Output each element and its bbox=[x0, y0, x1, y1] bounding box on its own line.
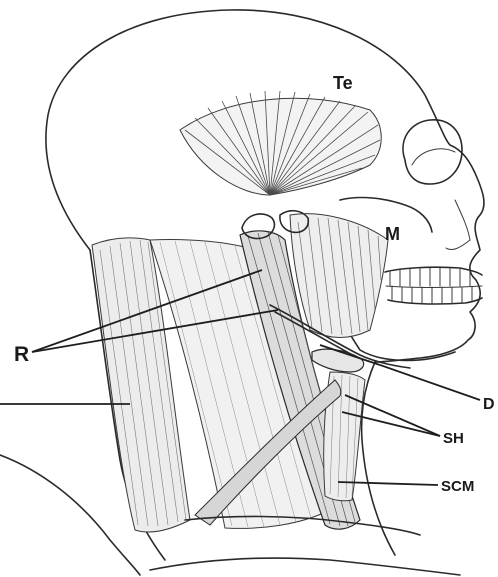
masseter-muscle bbox=[290, 214, 388, 338]
label-r-muscle: R bbox=[14, 343, 29, 366]
temporalis-muscle bbox=[180, 91, 381, 195]
label-temporalis: Te bbox=[333, 73, 353, 93]
label-digastric: D bbox=[483, 396, 495, 413]
label-suprahyoid: SH bbox=[443, 430, 464, 447]
teeth bbox=[385, 267, 482, 304]
label-masseter: M bbox=[385, 224, 400, 244]
label-sternocleidomastoid: SCM bbox=[441, 478, 474, 495]
